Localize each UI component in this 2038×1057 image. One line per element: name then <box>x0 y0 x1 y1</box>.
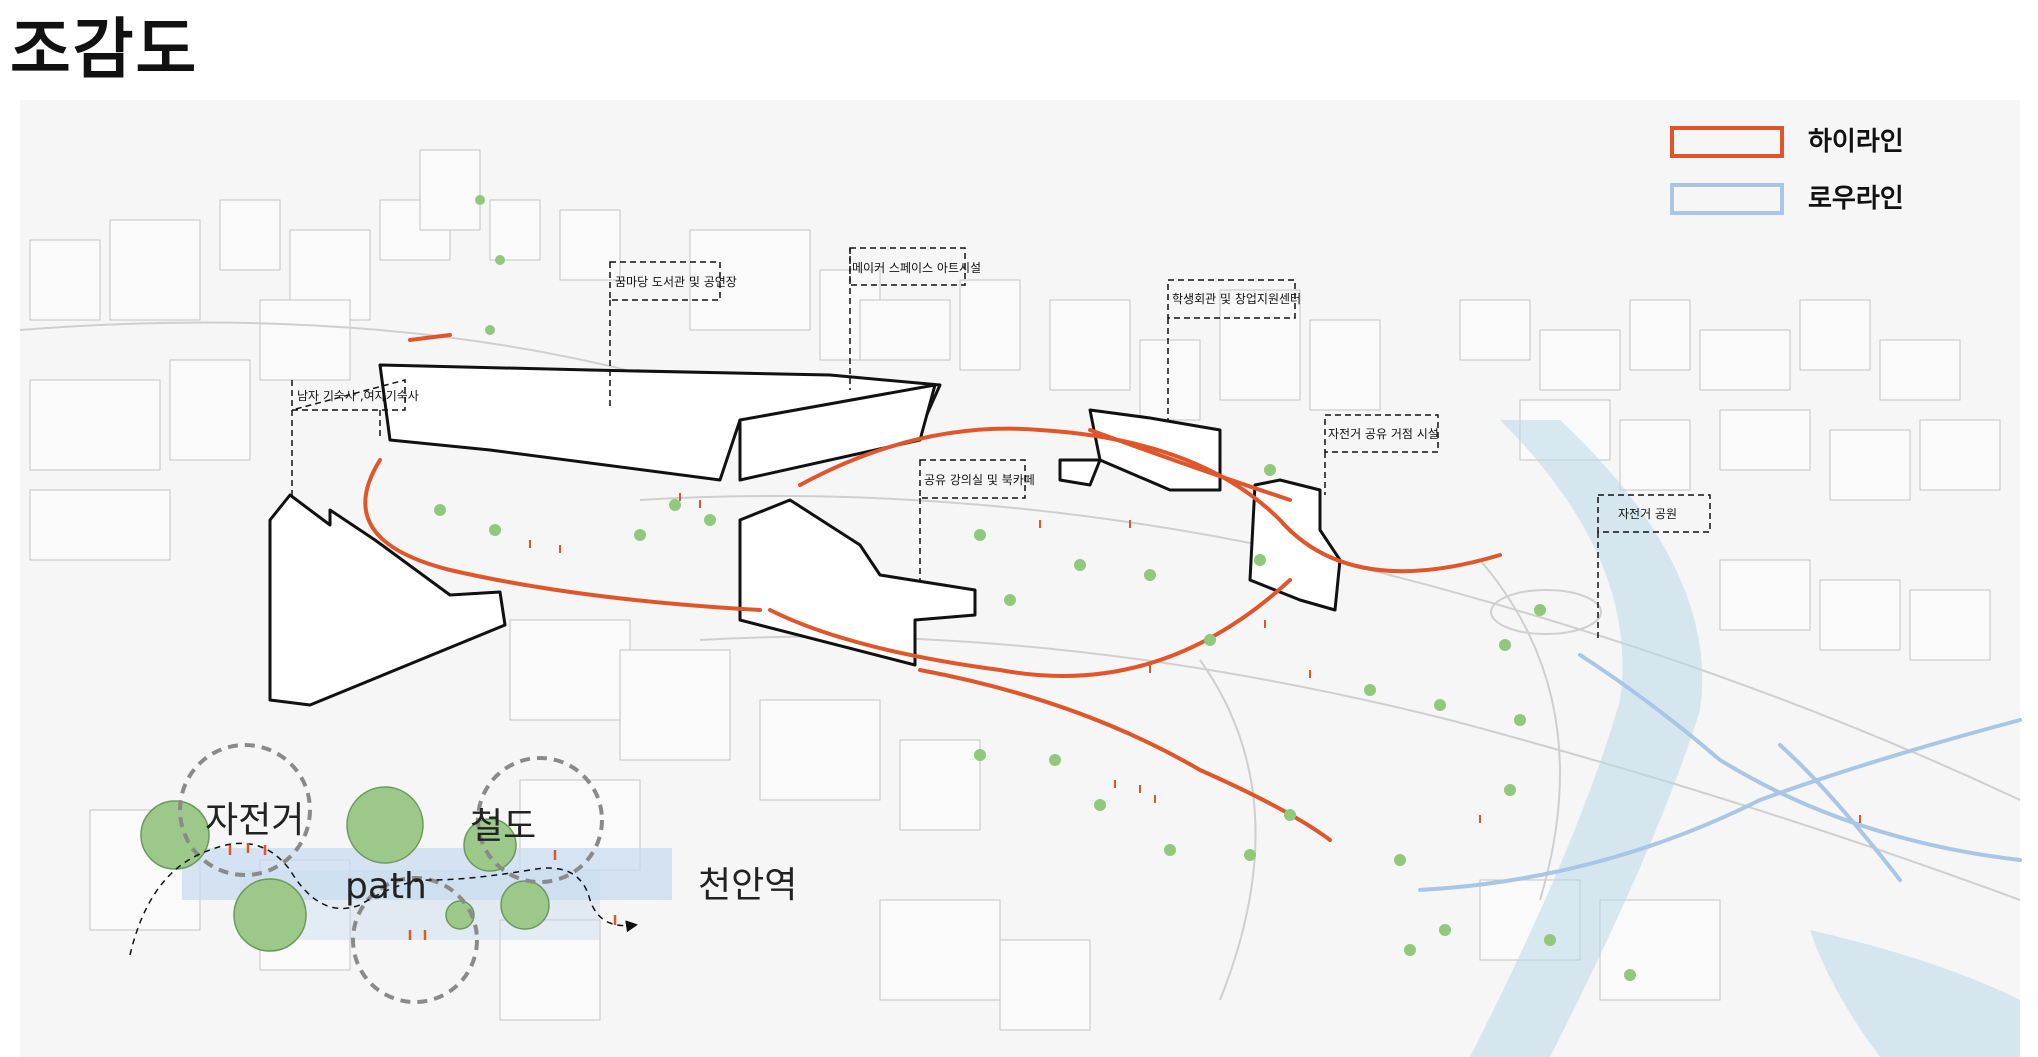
callout-maker-space: 메이커 스페이스 아트시설 <box>852 261 981 275</box>
legend-lowline-label: 로우라인 <box>1808 184 1904 214</box>
concept-inset: 자전거 철도 path 천안역 <box>129 743 797 1004</box>
trees <box>434 195 1636 981</box>
inset-label-bicycle: 자전거 <box>205 800 304 841</box>
inset-label-railway: 철도 <box>470 806 536 847</box>
path-zone-circle <box>351 876 479 1004</box>
callout-bicycle-park: 자전거 공원 <box>1618 507 1677 521</box>
lowline-route <box>1418 653 2022 892</box>
callout-student-center: 학생회관 및 창업지원센터 <box>1172 292 1301 306</box>
facility-callouts <box>291 247 1711 640</box>
inset-label-station: 천안역 <box>698 865 797 906</box>
callout-lecture-bookcafe: 공유 강의실 및 북카페 <box>924 473 1035 487</box>
callout-library-hall: 꿈마당 도서관 및 공연장 <box>615 275 737 289</box>
callout-bicycle-hub: 자전거 공유 거점 시설 <box>1328 427 1439 441</box>
inset-label-path: path <box>345 866 427 907</box>
legend: 하이라인 로우라인 <box>1670 126 1904 215</box>
legend-highline-swatch <box>1670 126 1784 158</box>
railway-zone-circle <box>476 756 604 884</box>
callout-dormitory: 남자 기숙사 ,여자기숙사 <box>297 389 419 403</box>
legend-lowline-swatch <box>1670 183 1784 215</box>
legend-highline-label: 하이라인 <box>1808 127 1904 157</box>
bicycle-zone-circle <box>178 743 312 877</box>
dormitory-building <box>268 493 507 707</box>
river <box>1470 420 2020 1057</box>
inset-trees <box>140 786 550 952</box>
people <box>529 493 1861 823</box>
path-arrow <box>129 842 638 956</box>
page-title: 조감도 <box>10 11 199 88</box>
